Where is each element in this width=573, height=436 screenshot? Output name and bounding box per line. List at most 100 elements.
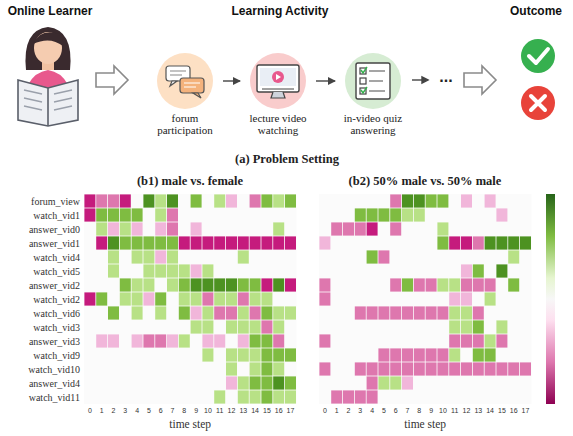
heatmap-cell [226, 292, 237, 305]
activity-circle [250, 53, 306, 109]
heatmap-cell [214, 292, 225, 305]
heatmap-cell [250, 194, 261, 207]
tick-label: 16 [275, 407, 283, 415]
row-label: answer_vid4 [29, 378, 80, 389]
heatmap-cell [496, 208, 507, 221]
heatmap-cell [132, 292, 143, 305]
heatmap-cell [214, 390, 225, 403]
tick-label: 5 [147, 407, 151, 415]
tick-label: 12 [463, 407, 471, 415]
heatmap-cell [167, 222, 178, 235]
heatmap-cell [96, 292, 107, 305]
flow-arrow [223, 80, 240, 81]
tick-label: 0 [323, 407, 327, 415]
heatmap-cell [355, 390, 366, 403]
tick-label: 13 [474, 407, 482, 415]
heatmap-cell [179, 292, 190, 305]
heatmap-cell [343, 222, 354, 235]
row-label: answer_vid1 [29, 238, 80, 249]
heatmap-cell [473, 264, 484, 277]
row-label: forum_view [31, 196, 80, 207]
heatmap-cell [473, 320, 484, 333]
heatmap-cell [108, 334, 119, 347]
tick-label: 15 [263, 407, 271, 415]
heatmap-cell [155, 292, 166, 305]
heatmap-cell [96, 208, 107, 221]
heatmap-cell [273, 376, 284, 389]
activity-circle [148, 52, 222, 110]
heatmap-cell [191, 278, 202, 291]
heatmap-cell [191, 194, 202, 207]
heatmap-cell [250, 348, 261, 361]
heatmap-cell [273, 278, 284, 291]
heatmap-cell [402, 362, 413, 375]
heatmap-cell [238, 278, 249, 291]
heatmap-cell [508, 362, 519, 375]
heatmap-cell [319, 334, 330, 347]
ellipsis: ... [439, 68, 452, 86]
tick-label: 1 [335, 407, 339, 415]
heatmap-cell [250, 362, 261, 375]
tick-label: 16 [510, 407, 518, 415]
heatmap-cell [285, 390, 296, 403]
heatmap-cell [449, 292, 460, 305]
heatmap-cell [132, 250, 143, 263]
heatmap-cell [202, 292, 213, 305]
heatmap-cell [437, 348, 448, 361]
heatmap-cell [250, 390, 261, 403]
heatmap-cell [449, 306, 460, 319]
heatmap-cell [202, 320, 213, 333]
heatmap-cell [155, 334, 166, 347]
row-label: watch_vid1 [33, 210, 80, 221]
panel-title: (b2) 50% male vs. 50% male [349, 175, 502, 189]
heatmap-cell [449, 278, 460, 291]
heatmap-cell [84, 194, 95, 207]
activity-icon [166, 66, 204, 98]
activity-circle [157, 53, 213, 109]
heatmap-cell [84, 208, 95, 221]
heatmap-cell [485, 292, 496, 305]
heatmap-cell [202, 348, 213, 361]
heatmap-cell [238, 334, 249, 347]
heatmap-cell [238, 320, 249, 333]
heatmap-cell [108, 236, 119, 249]
heatmap-cell [343, 390, 354, 403]
heatmap-cell [155, 250, 166, 263]
axis-title: time step [404, 418, 446, 431]
tick-label: 10 [439, 407, 447, 415]
heatmap-cell [214, 194, 225, 207]
heatmap-cell [473, 348, 484, 361]
heatmap-cell [485, 334, 496, 347]
heatmap-cell [473, 278, 484, 291]
heatmap-cell [143, 264, 154, 277]
tick-label: 14 [486, 407, 494, 415]
heatmap-cell [390, 376, 401, 389]
heatmap-cell [496, 264, 507, 277]
heatmap-cell [461, 306, 472, 319]
heatmap-cell [143, 292, 154, 305]
heatmap-cell [261, 320, 272, 333]
heatmap-cell [367, 208, 378, 221]
heatmap-cell [378, 348, 389, 361]
heatmap-cell [461, 362, 472, 375]
heatmap-cell [273, 334, 284, 347]
heatmap-cell [273, 320, 284, 333]
activity-circle [345, 53, 401, 109]
heatmap-cell [449, 348, 460, 361]
heatmap-cell [250, 278, 261, 291]
heatmap-cell [367, 250, 378, 263]
heatmap-cell [285, 278, 296, 291]
heatmap-cell [226, 362, 237, 375]
heatmap-cell [390, 306, 401, 319]
heatmap-cell [520, 236, 531, 249]
heatmap-cell [202, 264, 213, 277]
heatmap-cell [108, 194, 119, 207]
heatmap-cell [226, 348, 237, 361]
heatmap-cell [273, 222, 284, 235]
heatmap-cell [202, 236, 213, 249]
heatmap-cell [132, 236, 143, 249]
heatmap-cell [496, 320, 507, 333]
heatmap-cell [226, 278, 237, 291]
heatmap-cell [496, 362, 507, 375]
heatmap-cell [132, 222, 143, 235]
